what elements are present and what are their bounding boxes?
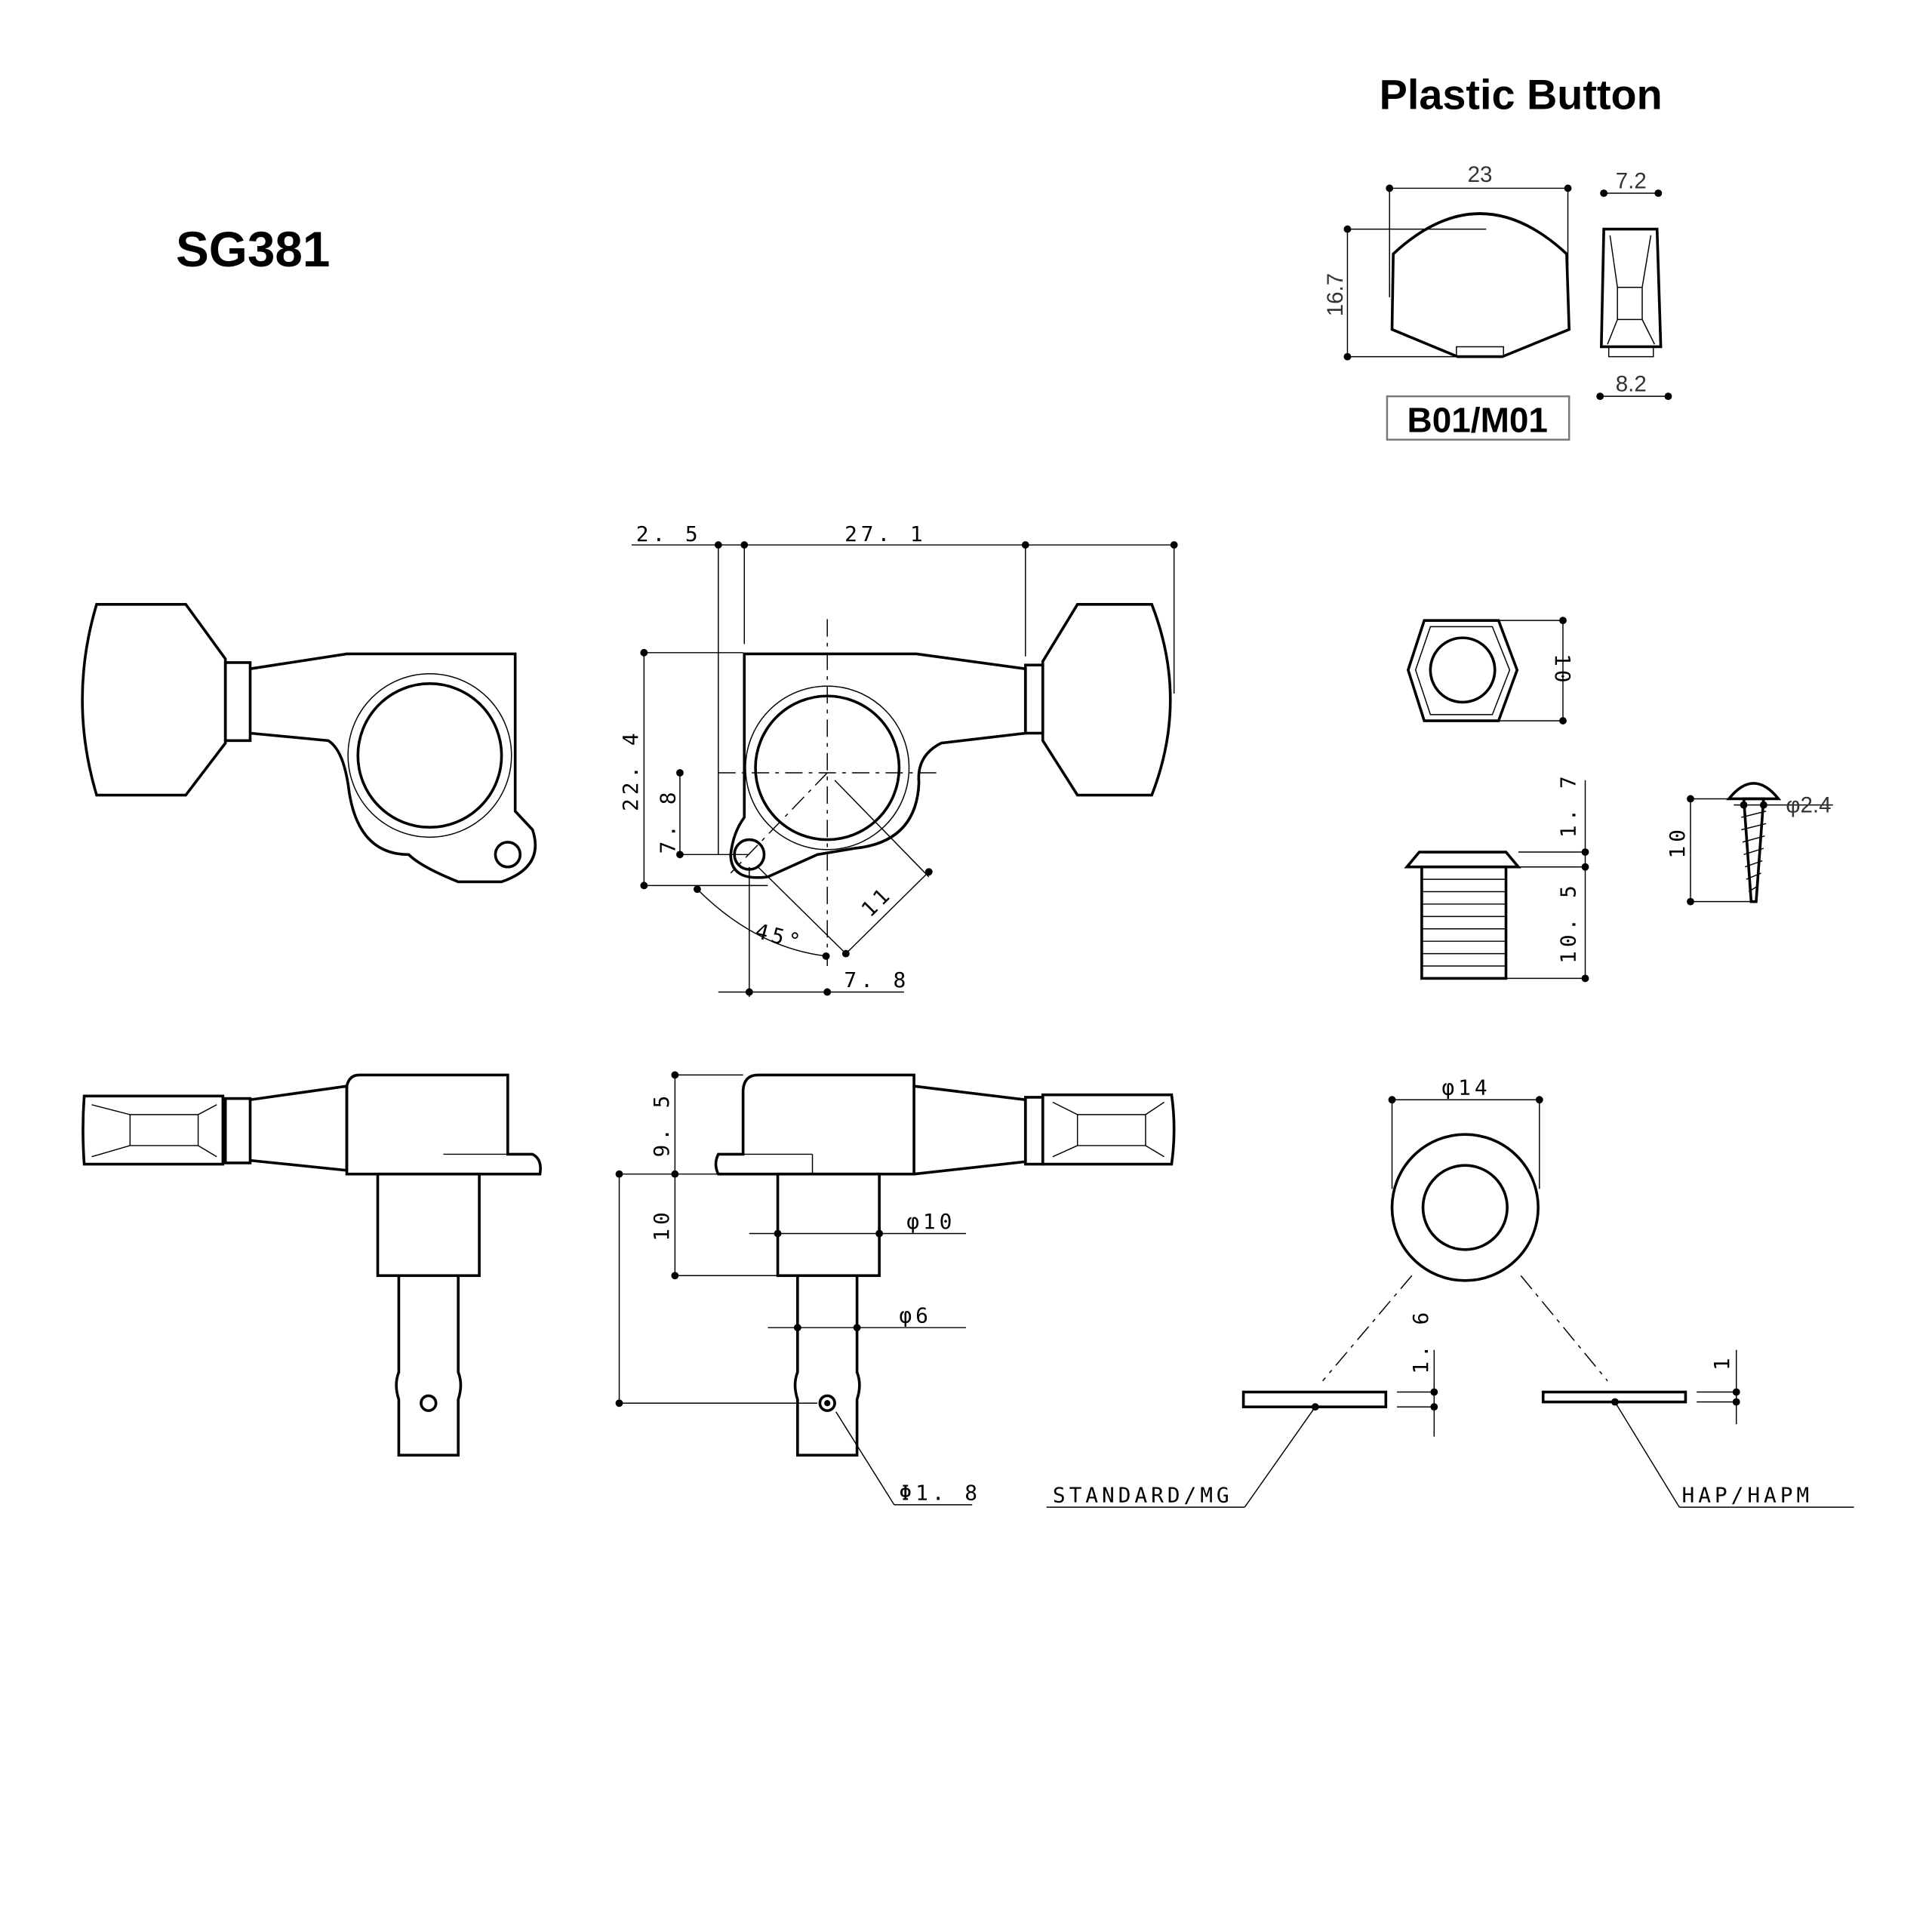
tuner-front-left bbox=[81, 603, 537, 884]
model-title: SG381 bbox=[176, 222, 330, 277]
button-code-box bbox=[1386, 395, 1571, 441]
radius-dimension: 11 bbox=[857, 881, 897, 921]
button-side-view bbox=[1596, 189, 1672, 401]
washer bbox=[1046, 1096, 1854, 1508]
standard-thickness-dimension: 1. 6 bbox=[1408, 1309, 1433, 1374]
button-front-view bbox=[1343, 184, 1572, 361]
angle-dimension: 45° bbox=[752, 918, 806, 955]
hap-thickness-dimension: 1 bbox=[1709, 1354, 1734, 1371]
bushing-side bbox=[1404, 780, 1589, 983]
tuner-side-main bbox=[615, 1071, 1176, 1506]
button-height-label: 16.7 bbox=[1323, 273, 1348, 316]
button-thickness-bottom-label: 8.2 bbox=[1616, 372, 1647, 397]
button-thickness-top-label: 7.2 bbox=[1616, 168, 1647, 193]
button-section-title: Plastic Button bbox=[1380, 70, 1663, 118]
button-width-label: 23 bbox=[1468, 162, 1493, 187]
mounting-screw bbox=[1687, 782, 1833, 906]
bushing-hex-top bbox=[1406, 617, 1567, 724]
length-dimension: 27. 1 bbox=[844, 521, 927, 546]
shaft-length-dimension: 10 bbox=[649, 1208, 674, 1241]
post-diameter-dimension: φ6 bbox=[899, 1303, 931, 1328]
standard-washer-label: STANDARD/MG bbox=[1053, 1483, 1233, 1508]
hex-size-dimension: 10 bbox=[1550, 654, 1575, 686]
button-code-label: B01/M01 bbox=[1407, 401, 1548, 440]
hole-horizontal-offset-dimension: 7. 8 bbox=[844, 968, 909, 992]
hap-washer-label: HAP/HAPM bbox=[1682, 1483, 1814, 1508]
washer-diameter-dimension: φ14 bbox=[1441, 1075, 1491, 1100]
height-dimension: 22. 4 bbox=[618, 729, 643, 811]
hole-vertical-offset-dimension: 7. 8 bbox=[655, 789, 680, 854]
hole-diameter-dimension: Φ1. 8 bbox=[899, 1480, 981, 1505]
housing-height-dimension: 9. 5 bbox=[649, 1092, 674, 1158]
screw-diameter-dimension: φ2.4 bbox=[1786, 793, 1831, 818]
tuner-side-left bbox=[82, 1073, 542, 1457]
tuner-front-main bbox=[631, 541, 1178, 998]
thread-length-dimension: 10. 5 bbox=[1555, 881, 1580, 964]
offset-dimension: 2. 5 bbox=[636, 521, 702, 546]
flange-dimension: 1. 7 bbox=[1555, 772, 1580, 838]
screw-length-dimension: 10 bbox=[1665, 826, 1690, 858]
shaft-diameter-dimension: φ10 bbox=[906, 1209, 955, 1234]
